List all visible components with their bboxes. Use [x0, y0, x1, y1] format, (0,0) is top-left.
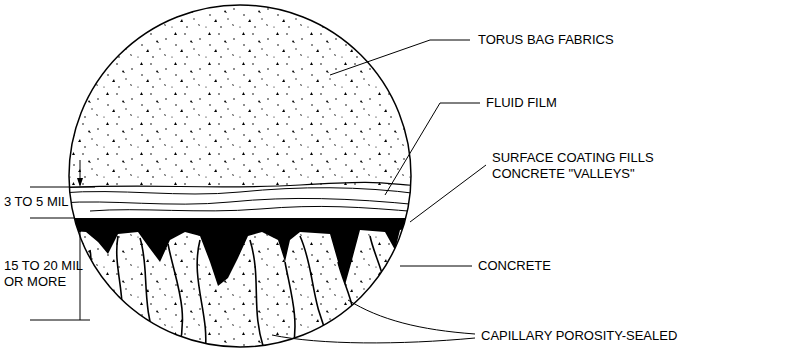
part-label: FLUID FILM: [486, 95, 786, 111]
part-label: CAPILLARY POROSITY-SEALED: [481, 328, 796, 344]
part-label: SURFACE COATING FILLS CONCRETE "VALLEYS": [492, 150, 697, 182]
dimension-label: 15 TO 20 MIL OR MORE: [4, 258, 94, 290]
dimension-label: 3 TO 5 MIL: [4, 194, 76, 210]
part-label: CONCRETE: [478, 258, 778, 274]
part-label: TORUS BAG FABRICS: [478, 32, 778, 48]
